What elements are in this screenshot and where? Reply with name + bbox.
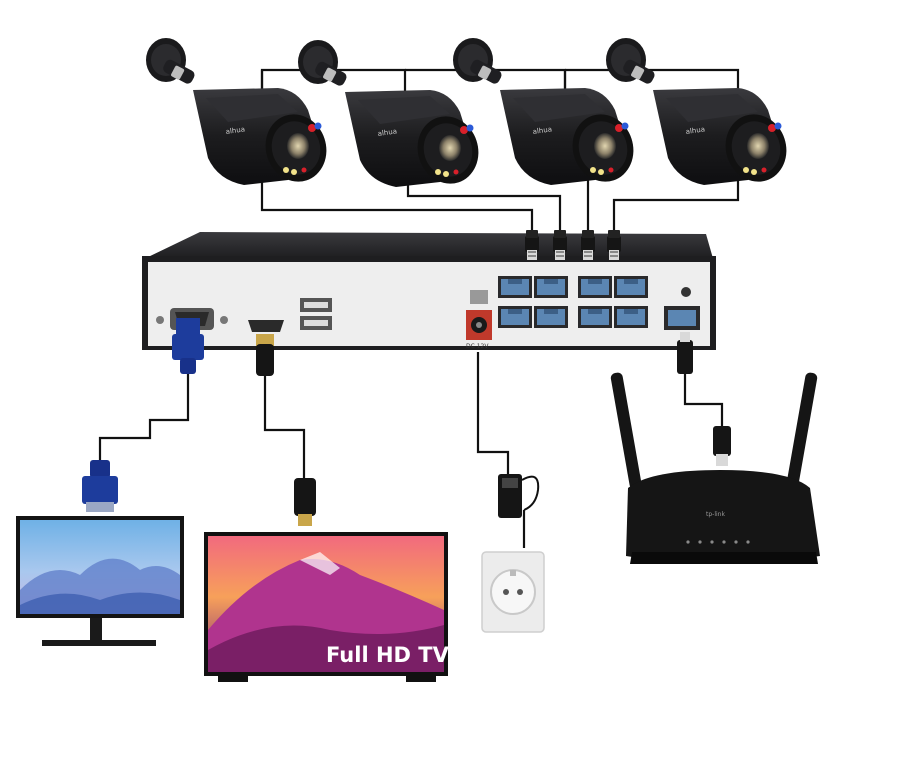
power-cable	[476, 352, 510, 476]
camera-1: alhua	[146, 38, 336, 190]
camera-1-brand: alhua	[225, 125, 245, 136]
nvr-recorder: DC 12V	[142, 232, 716, 350]
hdmi-port	[248, 320, 284, 332]
vga-plug-nvr	[172, 318, 204, 374]
vga-cable	[98, 372, 190, 465]
camera-3-brand: alhua	[532, 125, 552, 136]
vga-plug-monitor	[82, 460, 118, 512]
camera-3: alhua	[453, 38, 643, 190]
pc-monitor	[16, 516, 184, 646]
lan-port	[664, 287, 700, 330]
usb-ports	[300, 298, 332, 330]
dc-power-label: DC 12V	[466, 343, 489, 350]
lan-plug-router	[713, 426, 731, 466]
lan-cable	[683, 374, 724, 428]
power-outlet	[481, 551, 545, 633]
camera-4: alhua	[606, 38, 796, 190]
camera-2-brand: alhua	[377, 127, 397, 138]
router-brand: tp-link	[706, 511, 725, 518]
hdmi-cable	[263, 376, 306, 478]
full-hd-tv: Full HD TV	[204, 532, 450, 682]
camera-4-brand: alhua	[685, 125, 705, 136]
wifi-router: tp-link	[610, 372, 820, 564]
dc-power-port: DC 12V	[466, 290, 492, 350]
hdmi-plug-nvr	[256, 334, 274, 376]
hdmi-plug-tv	[294, 478, 316, 526]
device-cables	[98, 352, 724, 548]
tv-label: Full HD TV	[326, 643, 450, 667]
nvr-lan-plug	[677, 332, 693, 374]
power-adapter	[498, 474, 540, 518]
camera-2: alhua	[298, 40, 488, 192]
